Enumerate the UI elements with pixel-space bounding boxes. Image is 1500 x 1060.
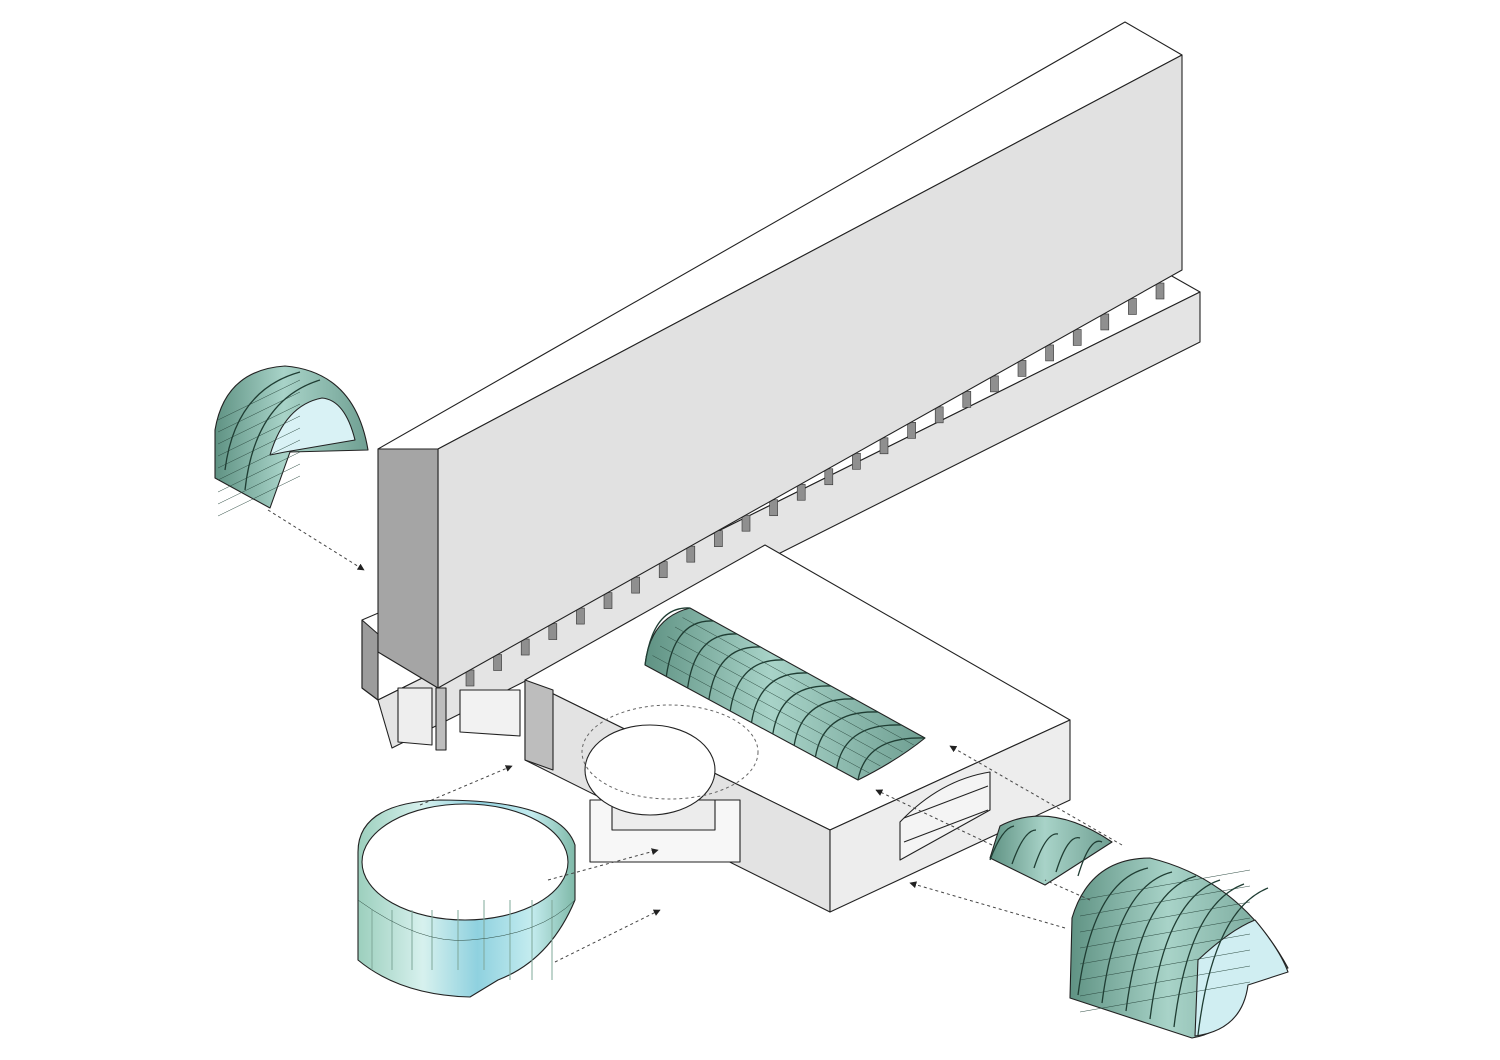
column xyxy=(465,669,475,687)
vault-rib xyxy=(1101,871,1173,1004)
vault-panel-line xyxy=(659,645,881,767)
vault-rib xyxy=(1173,883,1245,1028)
column xyxy=(1017,360,1027,377)
arch-rib xyxy=(244,379,321,491)
vault-panel-line xyxy=(1079,885,1251,917)
column xyxy=(907,422,916,439)
segment-rib xyxy=(1055,837,1081,873)
vault-rib xyxy=(644,607,691,666)
cylinder-band xyxy=(357,899,576,941)
vault-panel-line xyxy=(1079,933,1251,965)
column xyxy=(658,561,668,578)
segment-rib xyxy=(1077,840,1103,877)
arch-panel-line xyxy=(217,379,301,421)
arrow-cylinder-mid xyxy=(547,848,659,881)
segment-rib xyxy=(1033,833,1059,869)
column xyxy=(493,654,502,671)
vault-rib xyxy=(1077,867,1149,996)
column xyxy=(1155,282,1165,300)
column xyxy=(1045,344,1054,362)
arrow-cylinder-top xyxy=(419,765,513,806)
vault-rib xyxy=(729,659,785,712)
vault-panel-line xyxy=(1079,981,1251,1013)
arch-panel-line xyxy=(217,427,301,469)
arrow-vault-low xyxy=(909,881,1066,929)
column xyxy=(1128,298,1137,315)
arch-rib xyxy=(224,371,301,471)
arch-panel-line xyxy=(217,439,301,481)
glass-vault-right xyxy=(1069,857,1289,1039)
column xyxy=(879,437,889,455)
vault-rib xyxy=(1197,887,1269,1036)
vault-panel-line xyxy=(1079,901,1251,933)
column xyxy=(520,638,530,656)
vault-rib xyxy=(857,737,926,781)
base-blocks xyxy=(397,687,521,751)
arch-panel-line xyxy=(217,451,301,493)
column xyxy=(741,514,751,532)
vault-rib xyxy=(708,646,761,700)
vault-rib xyxy=(1125,875,1197,1012)
vault-panel-line xyxy=(652,655,870,774)
column xyxy=(852,452,861,470)
column xyxy=(603,592,613,609)
column xyxy=(1072,329,1082,346)
vault-rib xyxy=(772,685,832,735)
slab-block xyxy=(377,21,1183,689)
vault-rib xyxy=(836,724,902,769)
arch-panel-line xyxy=(217,475,301,517)
arch-panel-line xyxy=(217,463,301,505)
vault-rib xyxy=(750,672,808,723)
vault-rib xyxy=(1149,879,1221,1020)
column xyxy=(1100,313,1110,331)
roof-skylight-vault xyxy=(644,607,926,781)
vault-panel-line xyxy=(674,626,903,753)
column xyxy=(990,375,999,393)
column xyxy=(631,576,640,594)
column xyxy=(714,530,723,547)
vault-panel-line xyxy=(1079,949,1251,981)
vault-rib xyxy=(814,711,879,758)
column xyxy=(576,607,585,625)
column xyxy=(548,623,558,640)
vault-panel-line xyxy=(1079,917,1251,949)
vault-rib xyxy=(793,698,855,746)
column xyxy=(796,483,806,501)
segment-rib xyxy=(989,825,1015,861)
glass-arch-segment-mid xyxy=(989,815,1113,886)
vault-panel-line xyxy=(1079,869,1251,901)
vault-rib xyxy=(686,633,738,689)
column xyxy=(934,406,944,424)
segment-rib xyxy=(1011,829,1037,865)
glass-arch-left xyxy=(214,365,369,517)
vault-panel-line xyxy=(1079,965,1251,997)
vault-panel-line xyxy=(667,636,892,760)
column xyxy=(824,468,834,486)
arrow-left-arch xyxy=(267,509,365,571)
arrow-vault-link xyxy=(1044,879,1091,901)
glass-cylinder xyxy=(357,799,576,998)
vault-panel-line xyxy=(682,617,914,746)
vault-rib xyxy=(665,620,714,677)
column xyxy=(769,499,778,517)
arrow-cylinder-low xyxy=(554,909,661,963)
column xyxy=(686,545,696,563)
explosion-arrows xyxy=(267,509,1123,963)
column xyxy=(962,391,972,408)
